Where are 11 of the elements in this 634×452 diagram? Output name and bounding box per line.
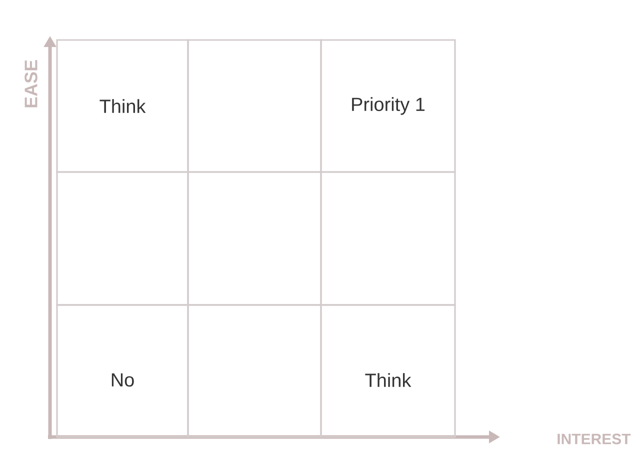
- grid-cell: Think: [320, 304, 456, 438]
- grid-cell: [320, 171, 456, 306]
- axis-label: EASE: [24, 60, 38, 108]
- axis-label: INTEREST: [558, 434, 631, 444]
- grid-cell: Priority 1: [320, 39, 456, 173]
- grid-cell: [187, 39, 322, 173]
- grid-cell: Think: [56, 39, 189, 173]
- grid-cell: No: [56, 304, 189, 438]
- grid-cell: [187, 171, 322, 306]
- grid-cell: [56, 171, 189, 306]
- grid-cell: [187, 304, 322, 438]
